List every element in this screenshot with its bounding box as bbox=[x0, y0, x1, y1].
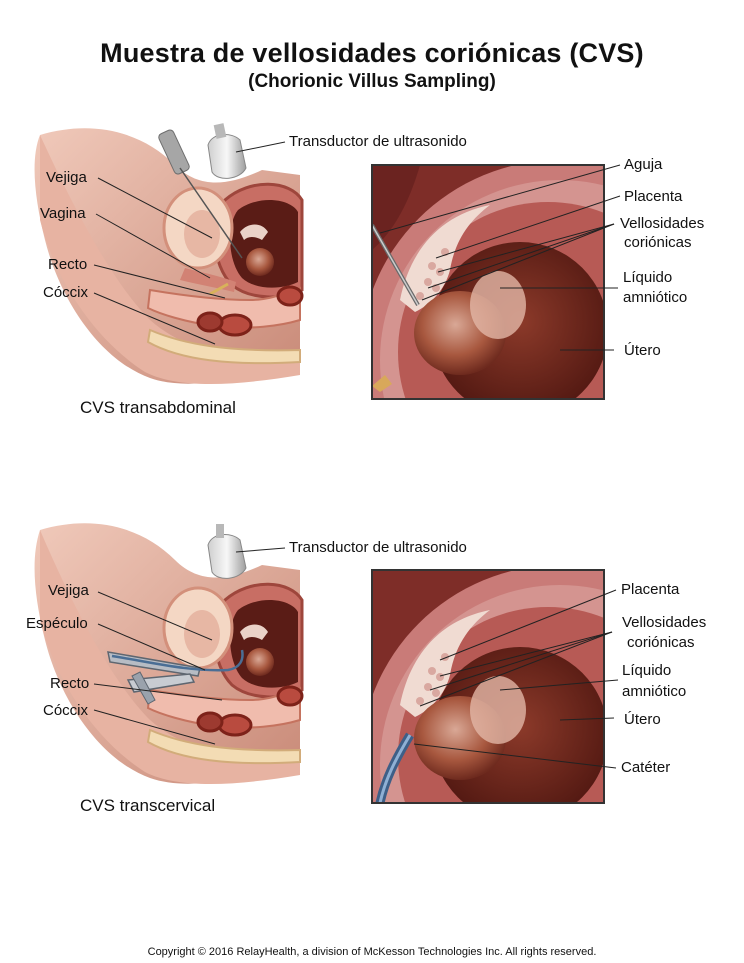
label-uterus-top: Útero bbox=[624, 342, 661, 359]
label-transducer-bottom: Transductor de ultrasonido bbox=[289, 539, 467, 556]
label-catheter-bottom: Catéter bbox=[621, 759, 671, 776]
label-bladder-bottom: Vejiga bbox=[48, 582, 89, 599]
label-rectum-top: Recto bbox=[48, 256, 88, 273]
label-placenta-bottom: Placenta bbox=[621, 581, 680, 598]
label-villi-top-1: Vellosidades bbox=[620, 215, 705, 232]
label-bladder-top: Vejiga bbox=[46, 169, 87, 186]
label-placenta-top: Placenta bbox=[624, 188, 683, 205]
label-coccyx-top: Cóccix bbox=[43, 284, 89, 301]
label-needle-top: Aguja bbox=[624, 156, 663, 173]
label-villi-bottom-2: coriónicas bbox=[627, 634, 695, 651]
page-subtitle: (Chorionic Villus Sampling) bbox=[248, 71, 496, 92]
label-vagina-top: Vagina bbox=[40, 205, 86, 222]
top-zoom-box bbox=[372, 165, 604, 399]
bottom-leader-lines bbox=[93, 547, 619, 769]
top-leader-lines bbox=[93, 141, 621, 351]
label-rectum-bottom: Recto bbox=[50, 675, 90, 692]
label-villi-top-2: coriónicas bbox=[624, 234, 692, 251]
page-title: Muestra de vellosidades coriónicas (CVS) bbox=[100, 38, 644, 68]
label-fluid-top-2: amniótico bbox=[623, 289, 688, 306]
caption-transabdominal: CVS transabdominal bbox=[80, 398, 236, 417]
label-fluid-bottom-1: Líquido bbox=[622, 662, 672, 679]
label-villi-bottom-1: Vellosidades bbox=[622, 614, 707, 631]
label-speculum-bottom: Espéculo bbox=[26, 615, 88, 632]
label-fluid-bottom-2: amniótico bbox=[622, 683, 687, 700]
bottom-sagittal-illustration bbox=[34, 523, 304, 785]
label-coccyx-bottom: Cóccix bbox=[43, 702, 89, 719]
label-transducer-top: Transductor de ultrasonido bbox=[289, 133, 467, 150]
label-uterus-bottom: Útero bbox=[624, 711, 661, 728]
bottom-zoom-box bbox=[372, 570, 604, 803]
copyright-notice: Copyright © 2016 RelayHealth, a division… bbox=[147, 946, 597, 958]
caption-transcervical: CVS transcervical bbox=[80, 796, 216, 815]
top-sagittal-illustration bbox=[34, 123, 304, 385]
label-fluid-top-1: Líquido bbox=[623, 269, 673, 286]
